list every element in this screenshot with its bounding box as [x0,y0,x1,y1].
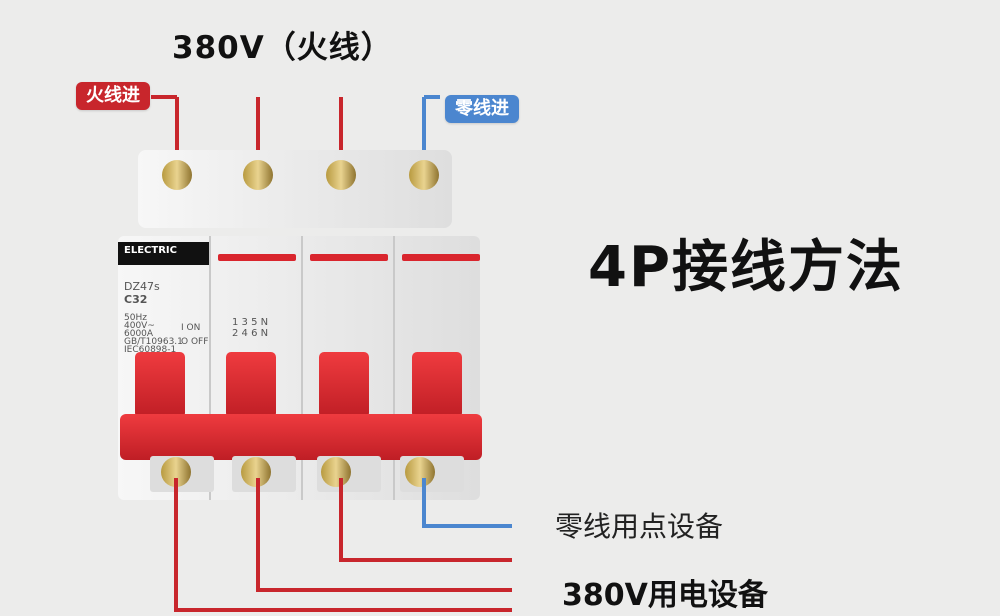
switch-on-label: I ON [181,323,201,333]
live-wire-3-out [339,478,512,562]
live-output-label: 380V用电设备 [562,578,768,613]
breaker-rating: C32 [124,293,148,306]
breaker-spec-3: 6000A [124,329,154,339]
live-wire-2-out [256,478,512,592]
terminal-screw [409,160,439,190]
terminal-screw [326,160,356,190]
switch-handle [135,352,185,418]
indicator-strip [310,254,388,261]
breaker-spec-2: 400V~ [124,321,155,331]
breaker-spec-5: IEC60898-1 [124,345,177,355]
indicator-strip [402,254,480,261]
main-title: 4P接线方法 [588,235,905,300]
live-wire-1-out [174,478,512,612]
breaker-spec-4: GB/T10963.1 [124,337,183,347]
breaker-model: DZ47s [124,280,160,293]
breaker-brand: ELECTRIC [124,245,177,256]
neutral-in-chip: 零线进 [445,95,519,123]
terminal-screw [241,457,271,487]
indicator-strip [218,254,296,261]
terminal-screw [321,457,351,487]
live-in-chip: 火线进 [76,82,150,110]
breaker-spec-1: 50Hz [124,313,147,323]
bottom-terminal-screws [161,457,435,487]
bottom-wires [174,478,512,612]
breaker-body [118,150,482,500]
switch-handle [319,352,369,418]
terminal-marks: 1 3 5 N 2 4 6 N [232,317,269,339]
switch-off-label: O OFF [181,337,209,347]
top-terminal-screws [162,160,439,190]
terminal-screw [161,457,191,487]
switch-handle [226,352,276,418]
neutral-wire-out [422,478,512,528]
breaker-top-cap [138,150,452,228]
switch-handle [412,352,462,418]
terminal-screw [243,160,273,190]
top-label: 380V（火线） [172,30,393,66]
neutral-output-label: 零线用点设备 [555,510,724,543]
terminal-screw [162,160,192,190]
terminal-screw [405,457,435,487]
switch-bar [120,414,482,460]
brand-plate [118,242,210,265]
